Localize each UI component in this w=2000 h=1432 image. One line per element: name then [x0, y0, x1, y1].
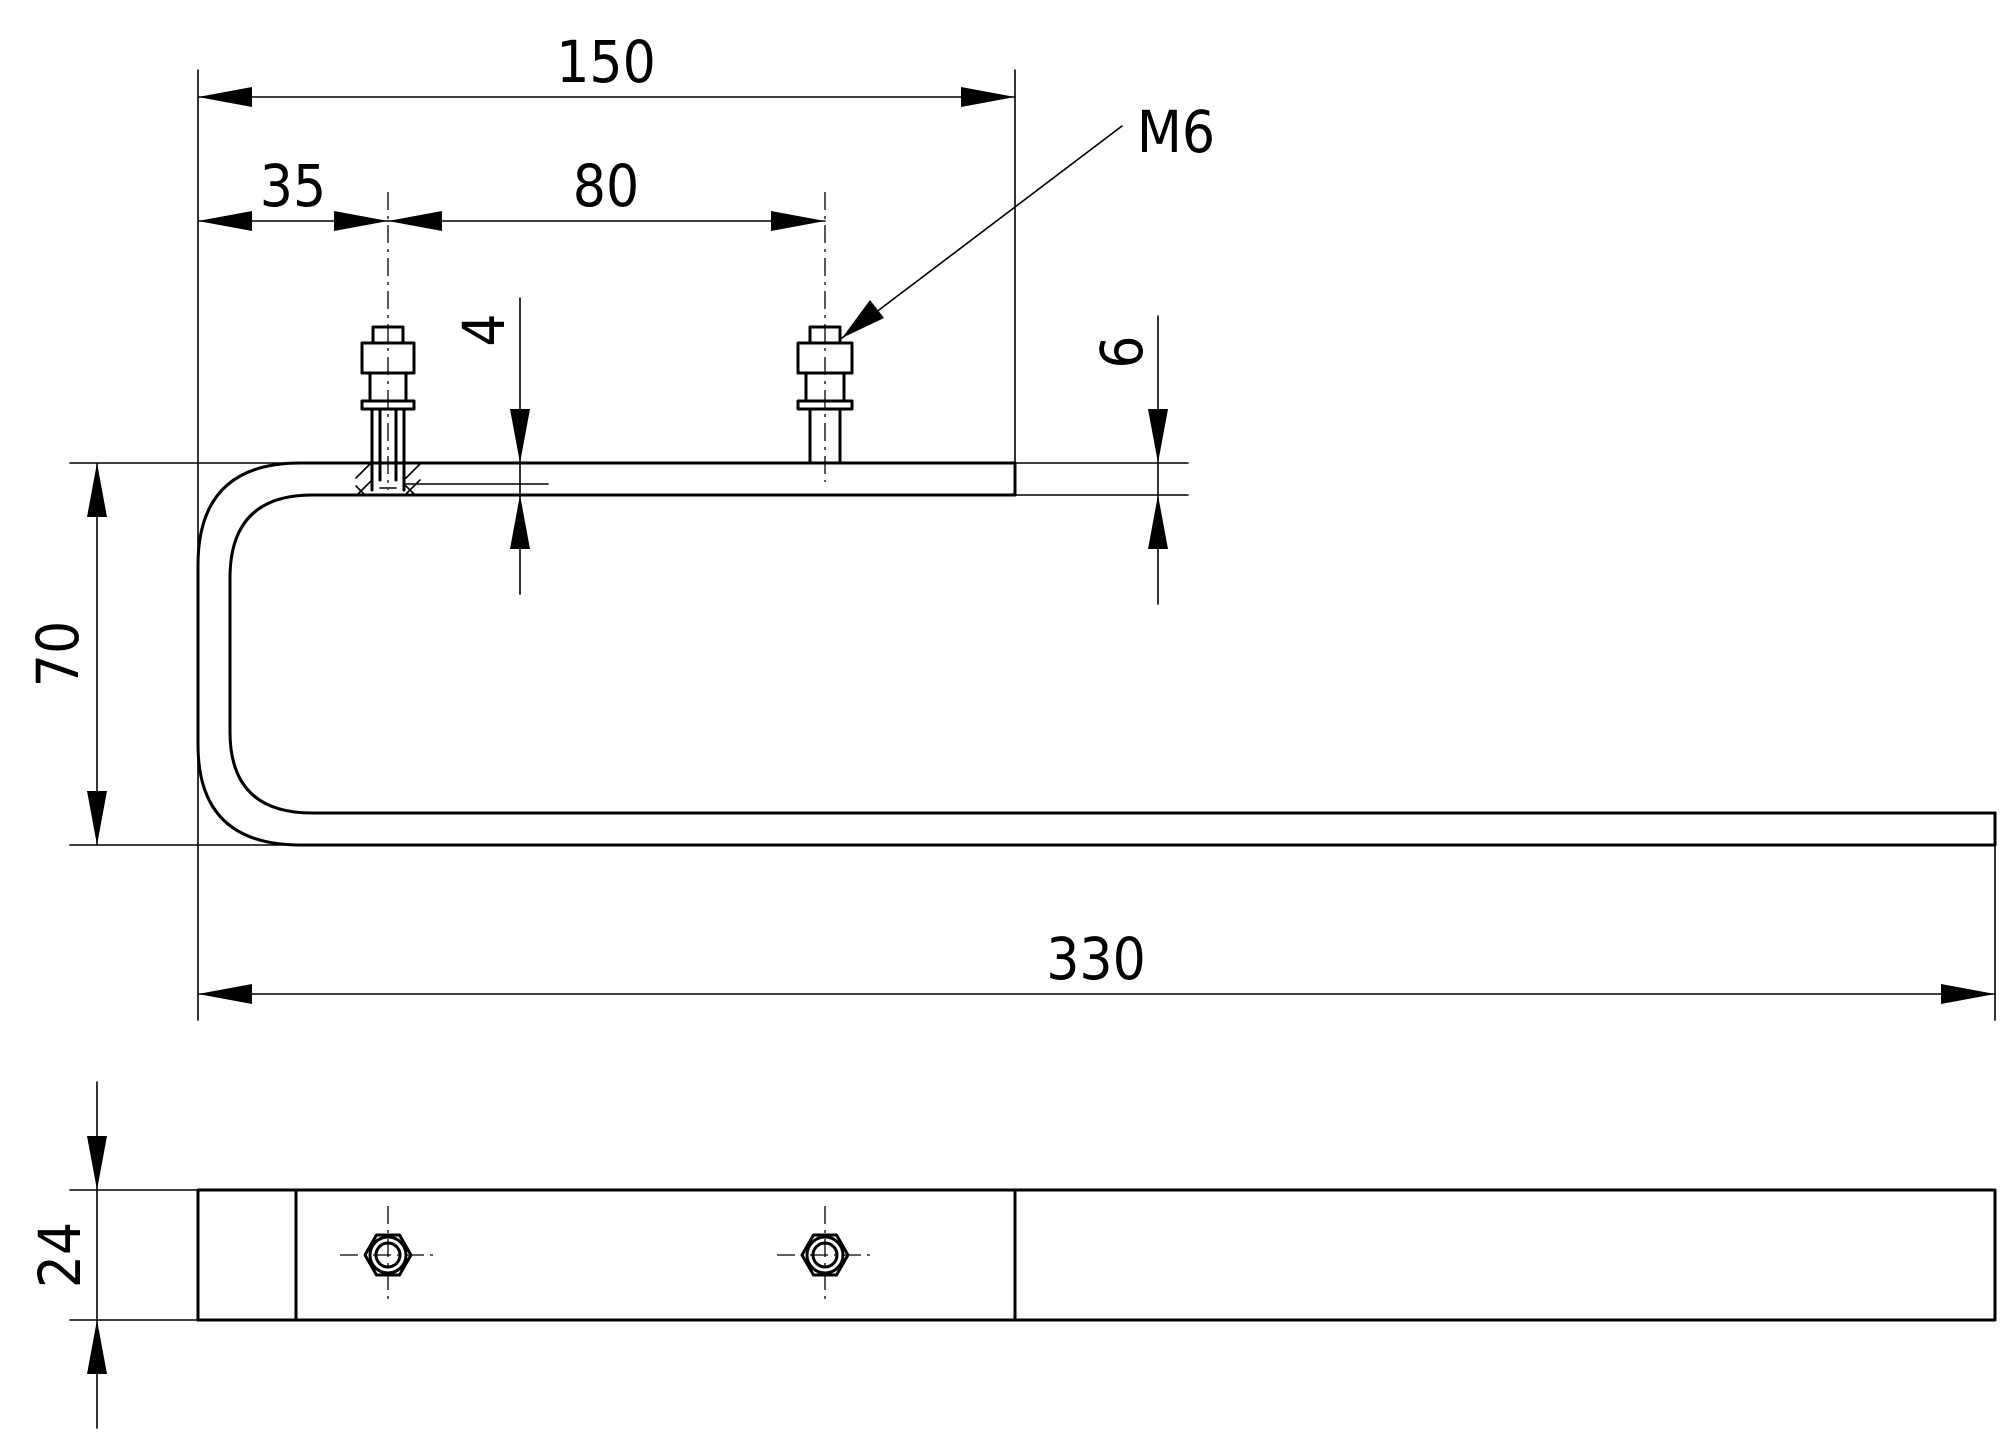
- top-view-outline: [196, 1188, 1997, 1322]
- dimension-80: 80: [387, 152, 826, 231]
- dimension-6-label: 6: [1088, 335, 1156, 368]
- side-view: [196, 192, 1997, 847]
- dimensions-side: 150 35 80 70 330: [24, 28, 1996, 1021]
- dimension-24: 24: [26, 1081, 199, 1429]
- dimension-330-label: 330: [1046, 925, 1146, 993]
- stud-left: [355, 325, 421, 495]
- nut-left: [340, 1206, 436, 1304]
- section-hatch: [355, 463, 421, 495]
- thread-callout: M6: [841, 98, 1215, 339]
- dimension-35-label: 35: [260, 152, 326, 220]
- bracket-inner-contour: [228, 461, 1997, 815]
- dimension-150-label: 150: [556, 28, 656, 96]
- top-view: [196, 1188, 1997, 1322]
- dimension-70-label: 70: [24, 621, 92, 687]
- dimension-6: 6: [1088, 315, 1168, 605]
- dimension-80-label: 80: [573, 152, 639, 220]
- dimension-4-label: 4: [450, 313, 518, 346]
- dimension-4: 4: [450, 297, 530, 595]
- bracket-outer-contour: [196, 461, 1997, 847]
- thread-callout-label: M6: [1137, 98, 1215, 166]
- dimension-35: 35: [197, 152, 389, 231]
- nut-right: [777, 1206, 873, 1304]
- dimension-70: 70: [24, 462, 107, 846]
- dimension-24-label: 24: [26, 1222, 94, 1288]
- dimension-330: 330: [197, 925, 1996, 1004]
- dimension-150: 150: [197, 28, 1016, 107]
